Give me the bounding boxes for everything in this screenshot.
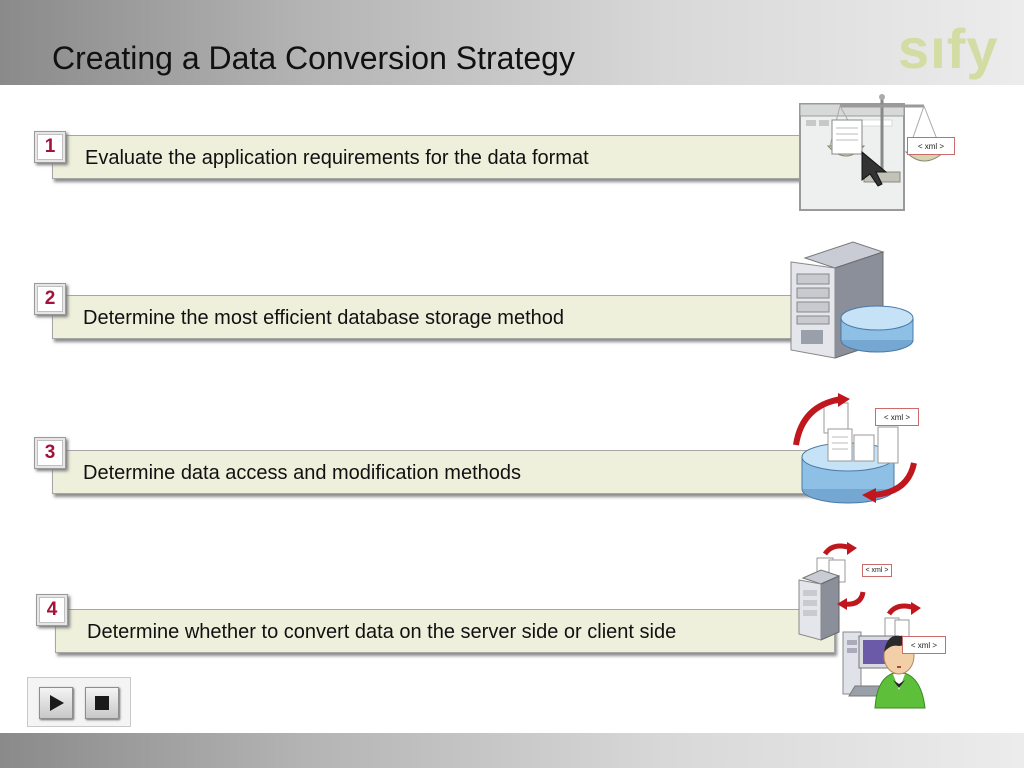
step-4-number: 4 <box>39 597 65 623</box>
play-icon <box>50 695 64 711</box>
database-sync-icon <box>793 393 917 504</box>
step-3-band <box>52 450 812 494</box>
xml-tag-4a: < xml > <box>862 564 892 577</box>
title-bar <box>0 0 1024 85</box>
stop-icon <box>95 696 109 710</box>
step-4-band <box>55 609 835 653</box>
step-1-number-box: 1 <box>34 131 66 163</box>
step-3-number: 3 <box>37 440 63 466</box>
playback-controls <box>27 677 131 727</box>
page-title: Creating a Data Conversion Strategy <box>52 40 575 76</box>
step-2-band <box>52 295 797 339</box>
xml-tag-1: < xml > <box>907 137 955 155</box>
server-database-icon <box>790 241 914 359</box>
step-1-number: 1 <box>37 134 63 160</box>
step-4-text: Determine whether to convert data on the… <box>87 621 677 643</box>
server-client-user-icon <box>798 542 926 709</box>
footer-bar <box>0 733 1024 768</box>
sify-logo: sıfy <box>898 17 999 80</box>
step-1-band <box>52 135 812 179</box>
play-button[interactable] <box>39 687 73 719</box>
stop-button[interactable] <box>85 687 119 719</box>
xml-tag-3: < xml > <box>875 408 919 426</box>
xml-tag-4b: < xml > <box>902 636 946 654</box>
step-3-text: Determine data access and modification m… <box>83 462 522 484</box>
step-2-text: Determine the most efficient database st… <box>83 307 565 329</box>
step-4-number-box: 4 <box>36 594 68 626</box>
step-1-text: Evaluate the application requirements fo… <box>85 147 589 169</box>
step-2-number-box: 2 <box>34 283 66 315</box>
step-2-number: 2 <box>37 286 63 312</box>
balance-scale-window-icon <box>799 94 946 211</box>
step-3-number-box: 3 <box>34 437 66 469</box>
